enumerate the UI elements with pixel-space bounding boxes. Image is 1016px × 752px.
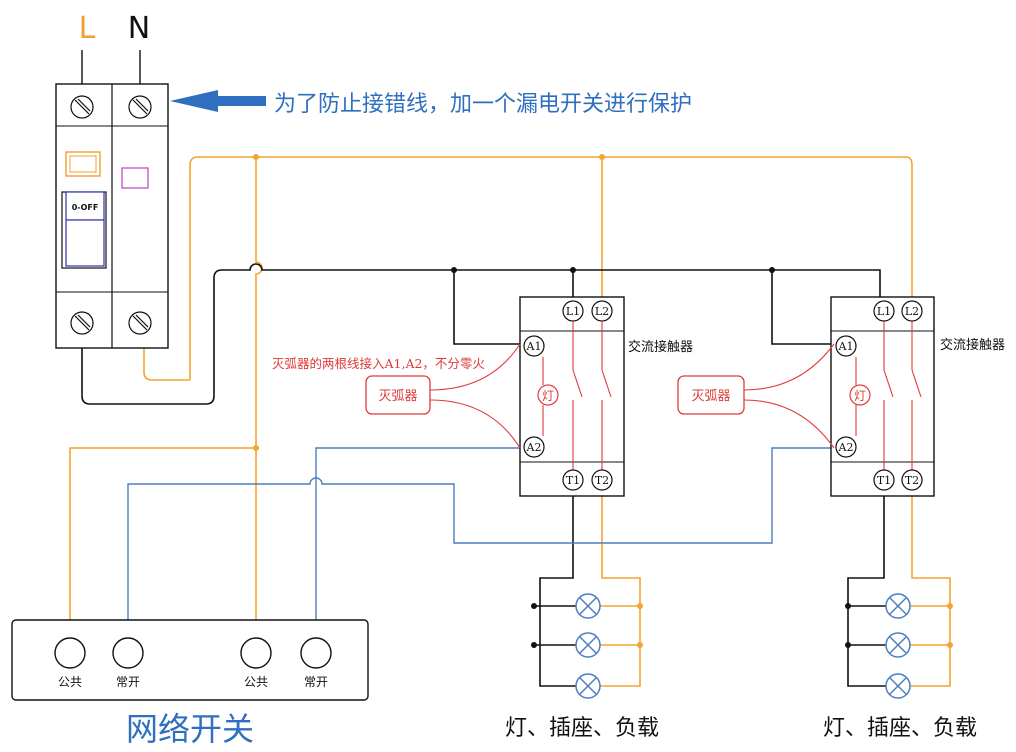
lamp-icon bbox=[575, 673, 601, 699]
coil-lamp-label: 灯 bbox=[542, 389, 554, 403]
neutral-label: N bbox=[128, 11, 150, 46]
contactor-2: L1 L2 A1 A2 T1 T2 灯 bbox=[830, 296, 935, 497]
terminal-T2: T2 bbox=[595, 474, 609, 487]
live-wires bbox=[69, 156, 951, 687]
switch-no-terminal bbox=[112, 637, 144, 669]
breaker-annotation: 为了防止接错线，加一个漏电开关进行保护 bbox=[274, 92, 692, 117]
lamp-icon bbox=[575, 593, 601, 619]
breaker-switch-label: 0-OFF bbox=[72, 203, 99, 212]
arrow-icon bbox=[170, 90, 266, 112]
leakage-breaker: 0-OFF bbox=[55, 50, 169, 349]
switch-common-label: 公共 bbox=[58, 675, 82, 689]
load-caption-1: 灯、插座、负载 bbox=[505, 716, 659, 741]
load-group-2 bbox=[885, 593, 911, 699]
arc-suppressor-1-label: 灭弧器 bbox=[378, 389, 417, 404]
terminal-T2: T2 bbox=[905, 474, 919, 487]
coil-lamp-icon bbox=[849, 384, 871, 406]
terminal-L2: L2 bbox=[905, 305, 919, 318]
terminal-L1: L1 bbox=[877, 305, 891, 318]
switch-common-terminal bbox=[54, 637, 86, 669]
arc-note: 灭弧器的两根线接入A1,A2，不分零火 bbox=[272, 356, 485, 371]
live-junctions bbox=[253, 154, 953, 648]
terminal-A2: A2 bbox=[838, 441, 854, 454]
terminal-L2: L2 bbox=[595, 305, 609, 318]
lamp-icon bbox=[885, 673, 911, 699]
contactor-2-label: 交流接触器 bbox=[940, 337, 1005, 353]
load-group-1 bbox=[575, 593, 601, 699]
coil-lamp-label: 灯 bbox=[854, 389, 866, 403]
terminal-screw-icon bbox=[70, 95, 152, 335]
terminal-A1: A1 bbox=[526, 340, 542, 353]
arc-suppressor-2-label: 灭弧器 bbox=[691, 389, 730, 404]
terminal-A2: A2 bbox=[526, 441, 542, 454]
live-label: L bbox=[79, 11, 96, 46]
terminal-T1: T1 bbox=[877, 474, 891, 487]
contactor-1-label: 交流接触器 bbox=[628, 339, 693, 355]
load-caption-2: 灯、插座、负载 bbox=[823, 716, 977, 741]
switch-common-terminal bbox=[240, 637, 272, 669]
lamp-icon bbox=[575, 632, 601, 658]
lamp-icon bbox=[885, 593, 911, 619]
terminal-L1: L1 bbox=[566, 305, 580, 318]
black-junctions bbox=[451, 267, 851, 648]
indicator-window bbox=[121, 167, 149, 189]
lamp-icon bbox=[885, 632, 911, 658]
terminal-A1: A1 bbox=[838, 340, 854, 353]
black-wires bbox=[81, 263, 888, 687]
control-wires bbox=[127, 447, 834, 625]
network-switch-box: 公共 常开 公共 常开 bbox=[11, 619, 369, 701]
switch-no-label: 常开 bbox=[304, 675, 328, 689]
coil-lamp-icon bbox=[537, 384, 559, 406]
network-switch-title: 网络开关 bbox=[126, 710, 254, 748]
arc-suppressor-1: 灭弧器 bbox=[365, 343, 521, 449]
switch-no-terminal bbox=[300, 637, 332, 669]
arc-suppressor-2: 灭弧器 bbox=[677, 343, 835, 449]
contactor-1: L1 L2 A1 A2 T1 T2 灯 bbox=[519, 296, 625, 497]
terminal-T1: T1 bbox=[566, 474, 580, 487]
switch-no-label: 常开 bbox=[116, 675, 140, 689]
switch-common-label: 公共 bbox=[244, 675, 268, 689]
